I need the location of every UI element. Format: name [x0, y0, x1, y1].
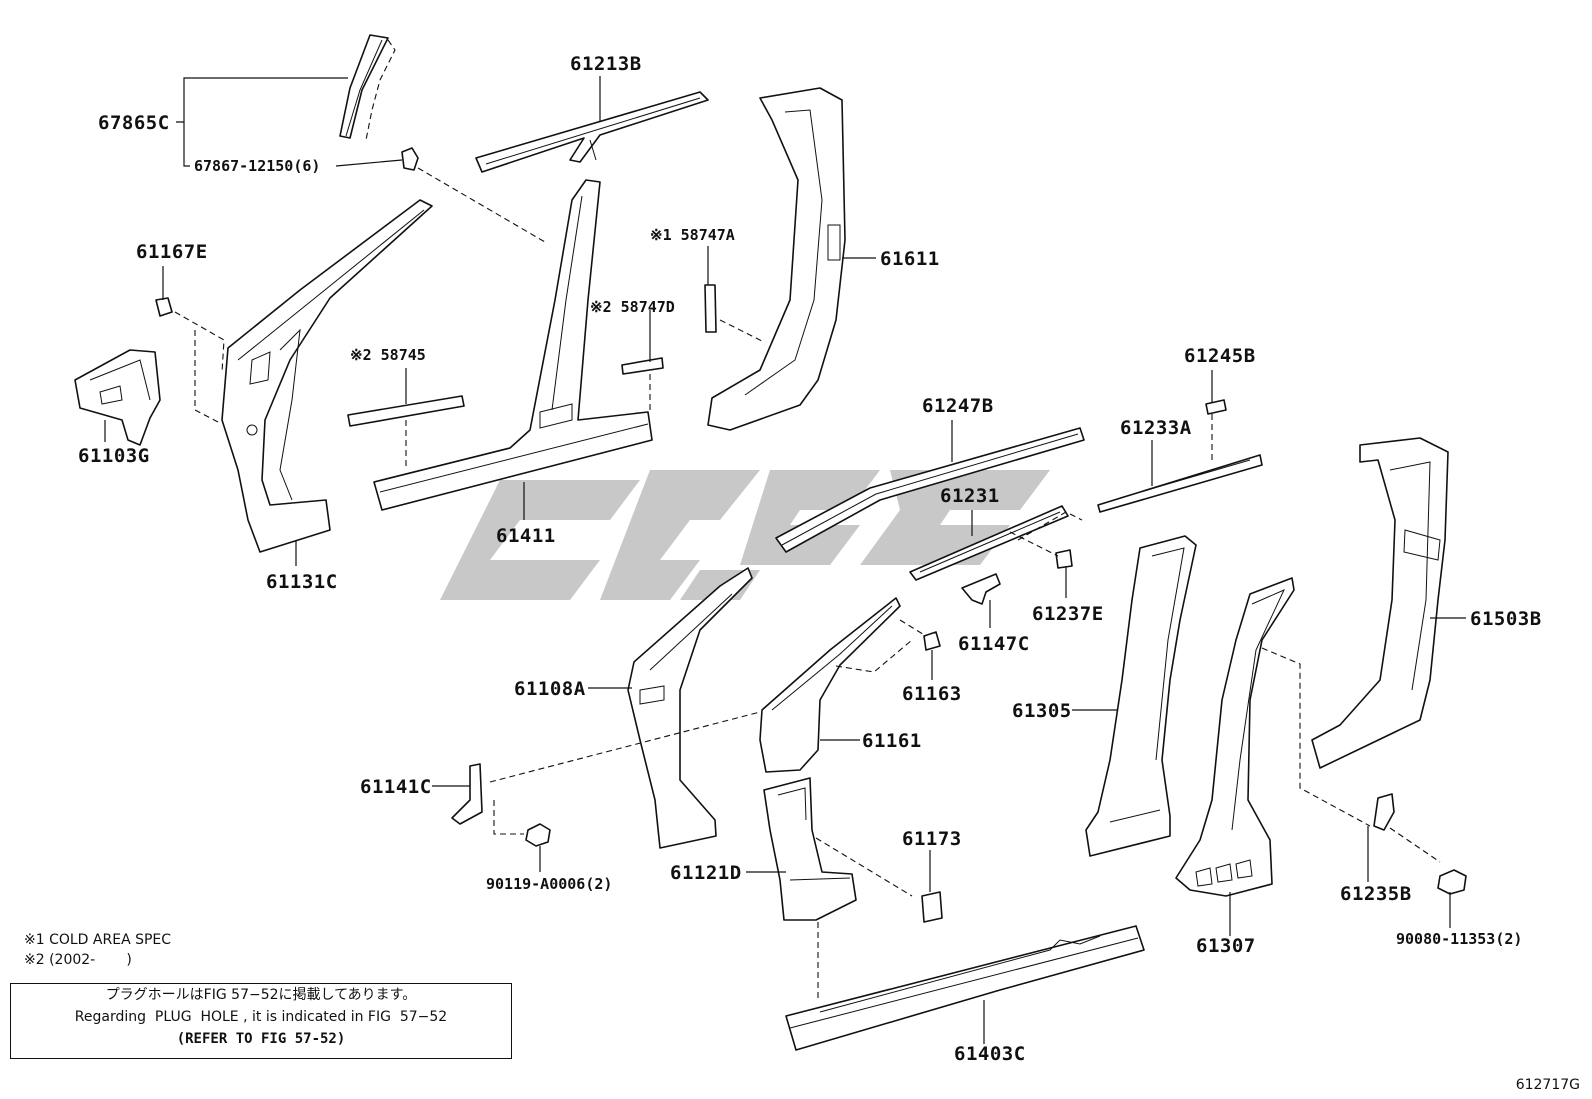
- label-61163: 61163: [902, 683, 962, 705]
- label-67865C: 67865C: [98, 112, 170, 134]
- part-61231-shape: [909, 505, 1069, 581]
- note-line-english: Regarding PLUG HOLE , it is indicated in…: [74, 1009, 448, 1025]
- label-61173: 61173: [902, 828, 962, 850]
- label-61108A: 61108A: [514, 678, 586, 700]
- part-61233A-shape: [1097, 454, 1263, 513]
- label-61237E: 61237E: [1032, 603, 1104, 625]
- part-61121D-shape: [763, 777, 857, 921]
- label-61611: 61611: [880, 248, 940, 270]
- part-90119-bolt-shape: [525, 823, 551, 847]
- label-90119-A0006: 90119-A0006(2): [486, 875, 612, 893]
- label-61213B: 61213B: [570, 53, 642, 75]
- label-61233A: 61233A: [1120, 417, 1192, 439]
- part-61161-shape: [759, 597, 901, 773]
- part-58747A-shape: [704, 284, 717, 333]
- part-67867-clip-shape: [401, 147, 419, 171]
- label-61235B: 61235B: [1340, 883, 1412, 905]
- part-61235B-shape: [1373, 793, 1395, 831]
- part-labels: 67865C 67867-12150(6) 61213B 61167E 6110…: [78, 53, 1542, 1065]
- label-58747D: ※2 58747D: [590, 298, 675, 316]
- part-61163-shape: [923, 631, 941, 651]
- part-61213B-shape: [475, 91, 709, 173]
- part-61403C-shape: [785, 925, 1145, 1051]
- part-61167E-shape: [155, 297, 173, 317]
- dashed-lines: [174, 167, 1441, 1002]
- label-61245B: 61245B: [1184, 345, 1256, 367]
- figure-id: 612717G: [1515, 1077, 1580, 1093]
- label-61147C: 61147C: [958, 633, 1030, 655]
- part-61245B-shape: [1205, 399, 1227, 415]
- plug-hole-note-box: プラグホールはFIG 57−52に掲載してあります。 Regarding PLU…: [10, 983, 512, 1059]
- watermark-logo: [440, 470, 1050, 600]
- part-90080-bolt-shape: [1437, 869, 1467, 895]
- part-61147C-shape: [961, 573, 1001, 605]
- part-61108A-shape: [627, 567, 753, 849]
- part-61305-shape: [1085, 535, 1197, 857]
- label-61121D: 61121D: [670, 862, 742, 884]
- leader-lines: [104, 76, 1466, 1044]
- spec-note-1: ※1 COLD AREA SPEC: [24, 932, 172, 948]
- part-61307-shape: [1175, 577, 1295, 897]
- label-58747A: ※1 58747A: [650, 226, 735, 244]
- part-58745-shape: [347, 395, 465, 427]
- part-61247B-shape: [775, 427, 1085, 553]
- part-61173-shape: [921, 891, 943, 923]
- label-61247B: 61247B: [922, 395, 994, 417]
- part-58747D-shape: [621, 357, 664, 375]
- part-61103G-shape: [74, 349, 161, 446]
- part-61131C-shape: [221, 199, 433, 553]
- part-67865C-shape: [339, 34, 396, 141]
- label-58745: ※2 58745: [350, 346, 426, 364]
- part-61503B-shape: [1311, 437, 1449, 769]
- part-61141C-shape: [451, 763, 483, 825]
- label-61131C: 61131C: [266, 571, 338, 593]
- label-61161: 61161: [862, 730, 922, 752]
- label-61141C: 61141C: [360, 776, 432, 798]
- label-61403C: 61403C: [954, 1043, 1026, 1065]
- spec-note-2: ※2 (2002- ): [24, 952, 132, 968]
- label-61307: 61307: [1196, 935, 1256, 957]
- label-61411: 61411: [496, 525, 556, 547]
- label-90080-11353: 90080-11353(2): [1396, 930, 1522, 948]
- label-67867-12150: 67867-12150(6): [194, 157, 320, 175]
- part-61611-shape: [707, 87, 846, 431]
- part-61237E-shape: [1055, 549, 1073, 569]
- label-61103G: 61103G: [78, 445, 150, 467]
- label-61231: 61231: [940, 485, 1000, 507]
- label-61167E: 61167E: [136, 241, 208, 263]
- part-61411-shape: [373, 179, 653, 511]
- label-61503B: 61503B: [1470, 608, 1542, 630]
- note-line-japanese: プラグホールはFIG 57−52に掲載してあります。: [105, 987, 417, 1003]
- note-line-reference: (REFER TO FIG 57-52): [176, 1031, 346, 1047]
- label-61305: 61305: [1012, 700, 1072, 722]
